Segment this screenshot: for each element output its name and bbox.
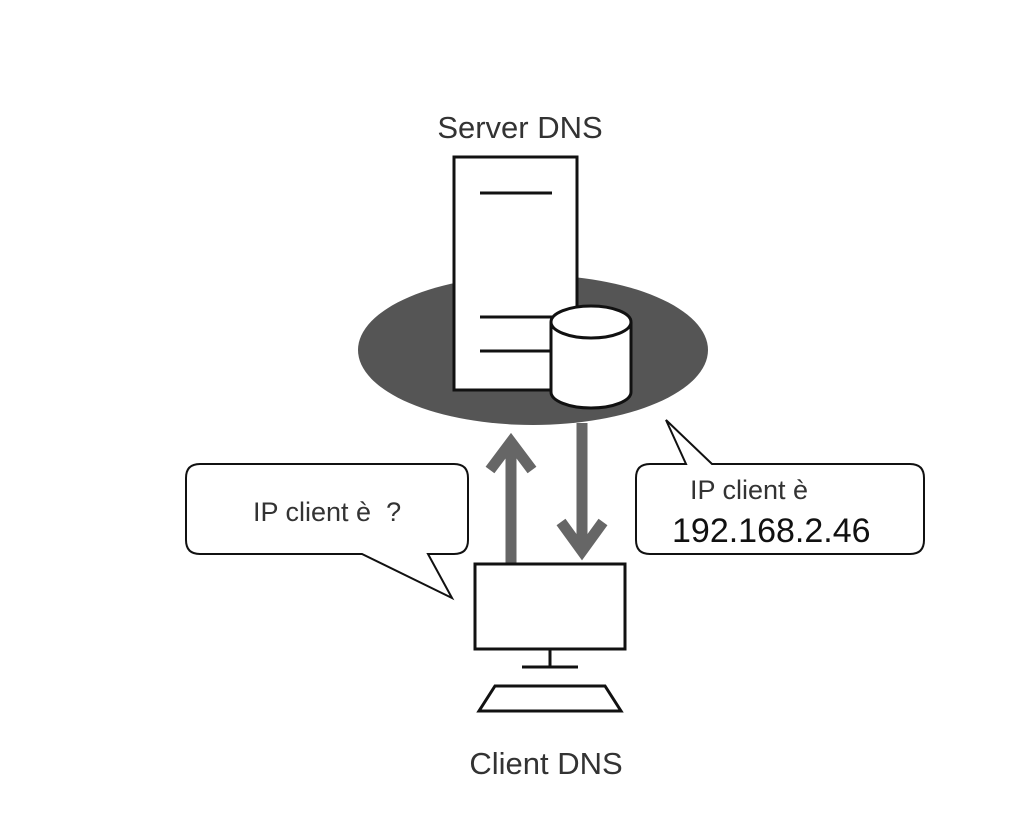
client-label: Client DNS — [469, 746, 622, 781]
response-arrow-down — [556, 423, 608, 561]
response-bubble-line1: IP client è — [690, 475, 808, 505]
query-arrow-up — [485, 432, 537, 565]
database-icon — [549, 304, 633, 410]
query-speech-bubble: IP client è ? — [185, 463, 469, 601]
response-bubble-line2: 192.168.2.46 — [672, 512, 871, 550]
client-computer-icon — [473, 562, 627, 713]
server-label: Server DNS — [437, 110, 602, 145]
response-speech-bubble: IP client è 192.168.2.46 — [635, 419, 925, 555]
query-bubble-text: IP client è ? — [253, 497, 401, 527]
